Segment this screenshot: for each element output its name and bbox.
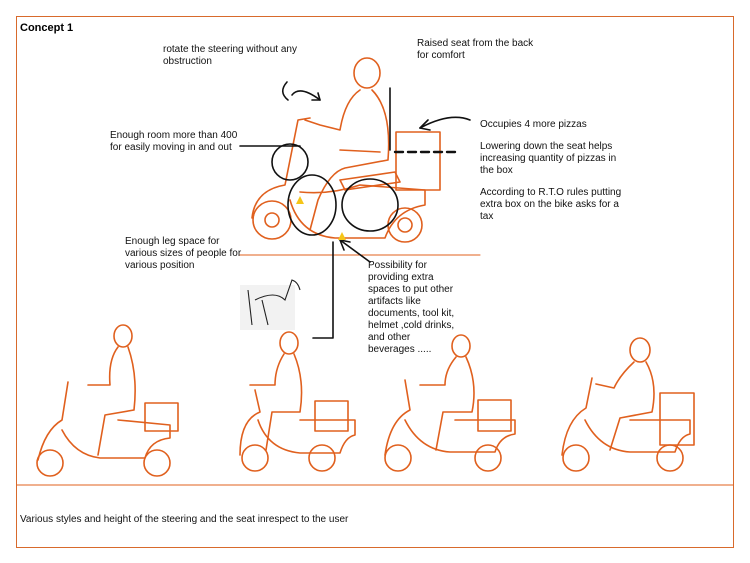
seat-space-ellipse [341,178,399,232]
annotation-rto: According to R.T.O rules putting extra b… [480,187,622,222]
extra-space-arrowhead [339,239,351,251]
rider-torso-leg [309,89,390,231]
annotation-raised-seat: Raised seat from the back for comfort [417,38,534,61]
rear-wheel-hub [397,217,413,233]
annotation-leg-space: Enough leg space for various sizes of pe… [125,236,242,271]
page-caption: Various styles and height of the steerin… [20,514,349,525]
steering-arc [281,81,289,101]
extra-space-arrow [339,239,371,263]
pizza-arrowhead [419,119,431,131]
rider-helmet [353,57,381,89]
leg-space-ellipse [287,174,337,236]
variant-4 [561,337,695,472]
highlight-star-1 [296,196,304,204]
annotation-room: Enough room more than 400 for easily mov… [110,130,238,153]
steering-arrowhead [311,92,321,101]
variant-2 [239,331,356,472]
variant-3 [384,334,516,472]
steering-arrow [291,90,321,101]
delivery-box [395,131,441,191]
annotation-pizzas: Occupies 4 more pizzas [480,119,587,130]
rider-arm [304,89,361,131]
pizza-arrow [419,116,471,129]
rider-lap [339,149,381,153]
annotation-steering: rotate the steering without any obstruct… [163,44,297,67]
front-wheel-hub [264,212,280,228]
page-title: Concept 1 [20,22,74,34]
front-fork [251,117,311,219]
seat [339,171,401,191]
scooter-body [289,184,426,239]
annotation-lowering: Lowering down the seat helps increasing … [480,141,617,176]
leg-room-circle [271,143,309,181]
annotation-extra-spaces: Possibility for providing extra spaces t… [368,260,455,355]
variant-1 [36,324,179,477]
page-frame [16,16,734,548]
extra-space-pointer [312,241,334,339]
highlight-star-2 [338,232,346,240]
